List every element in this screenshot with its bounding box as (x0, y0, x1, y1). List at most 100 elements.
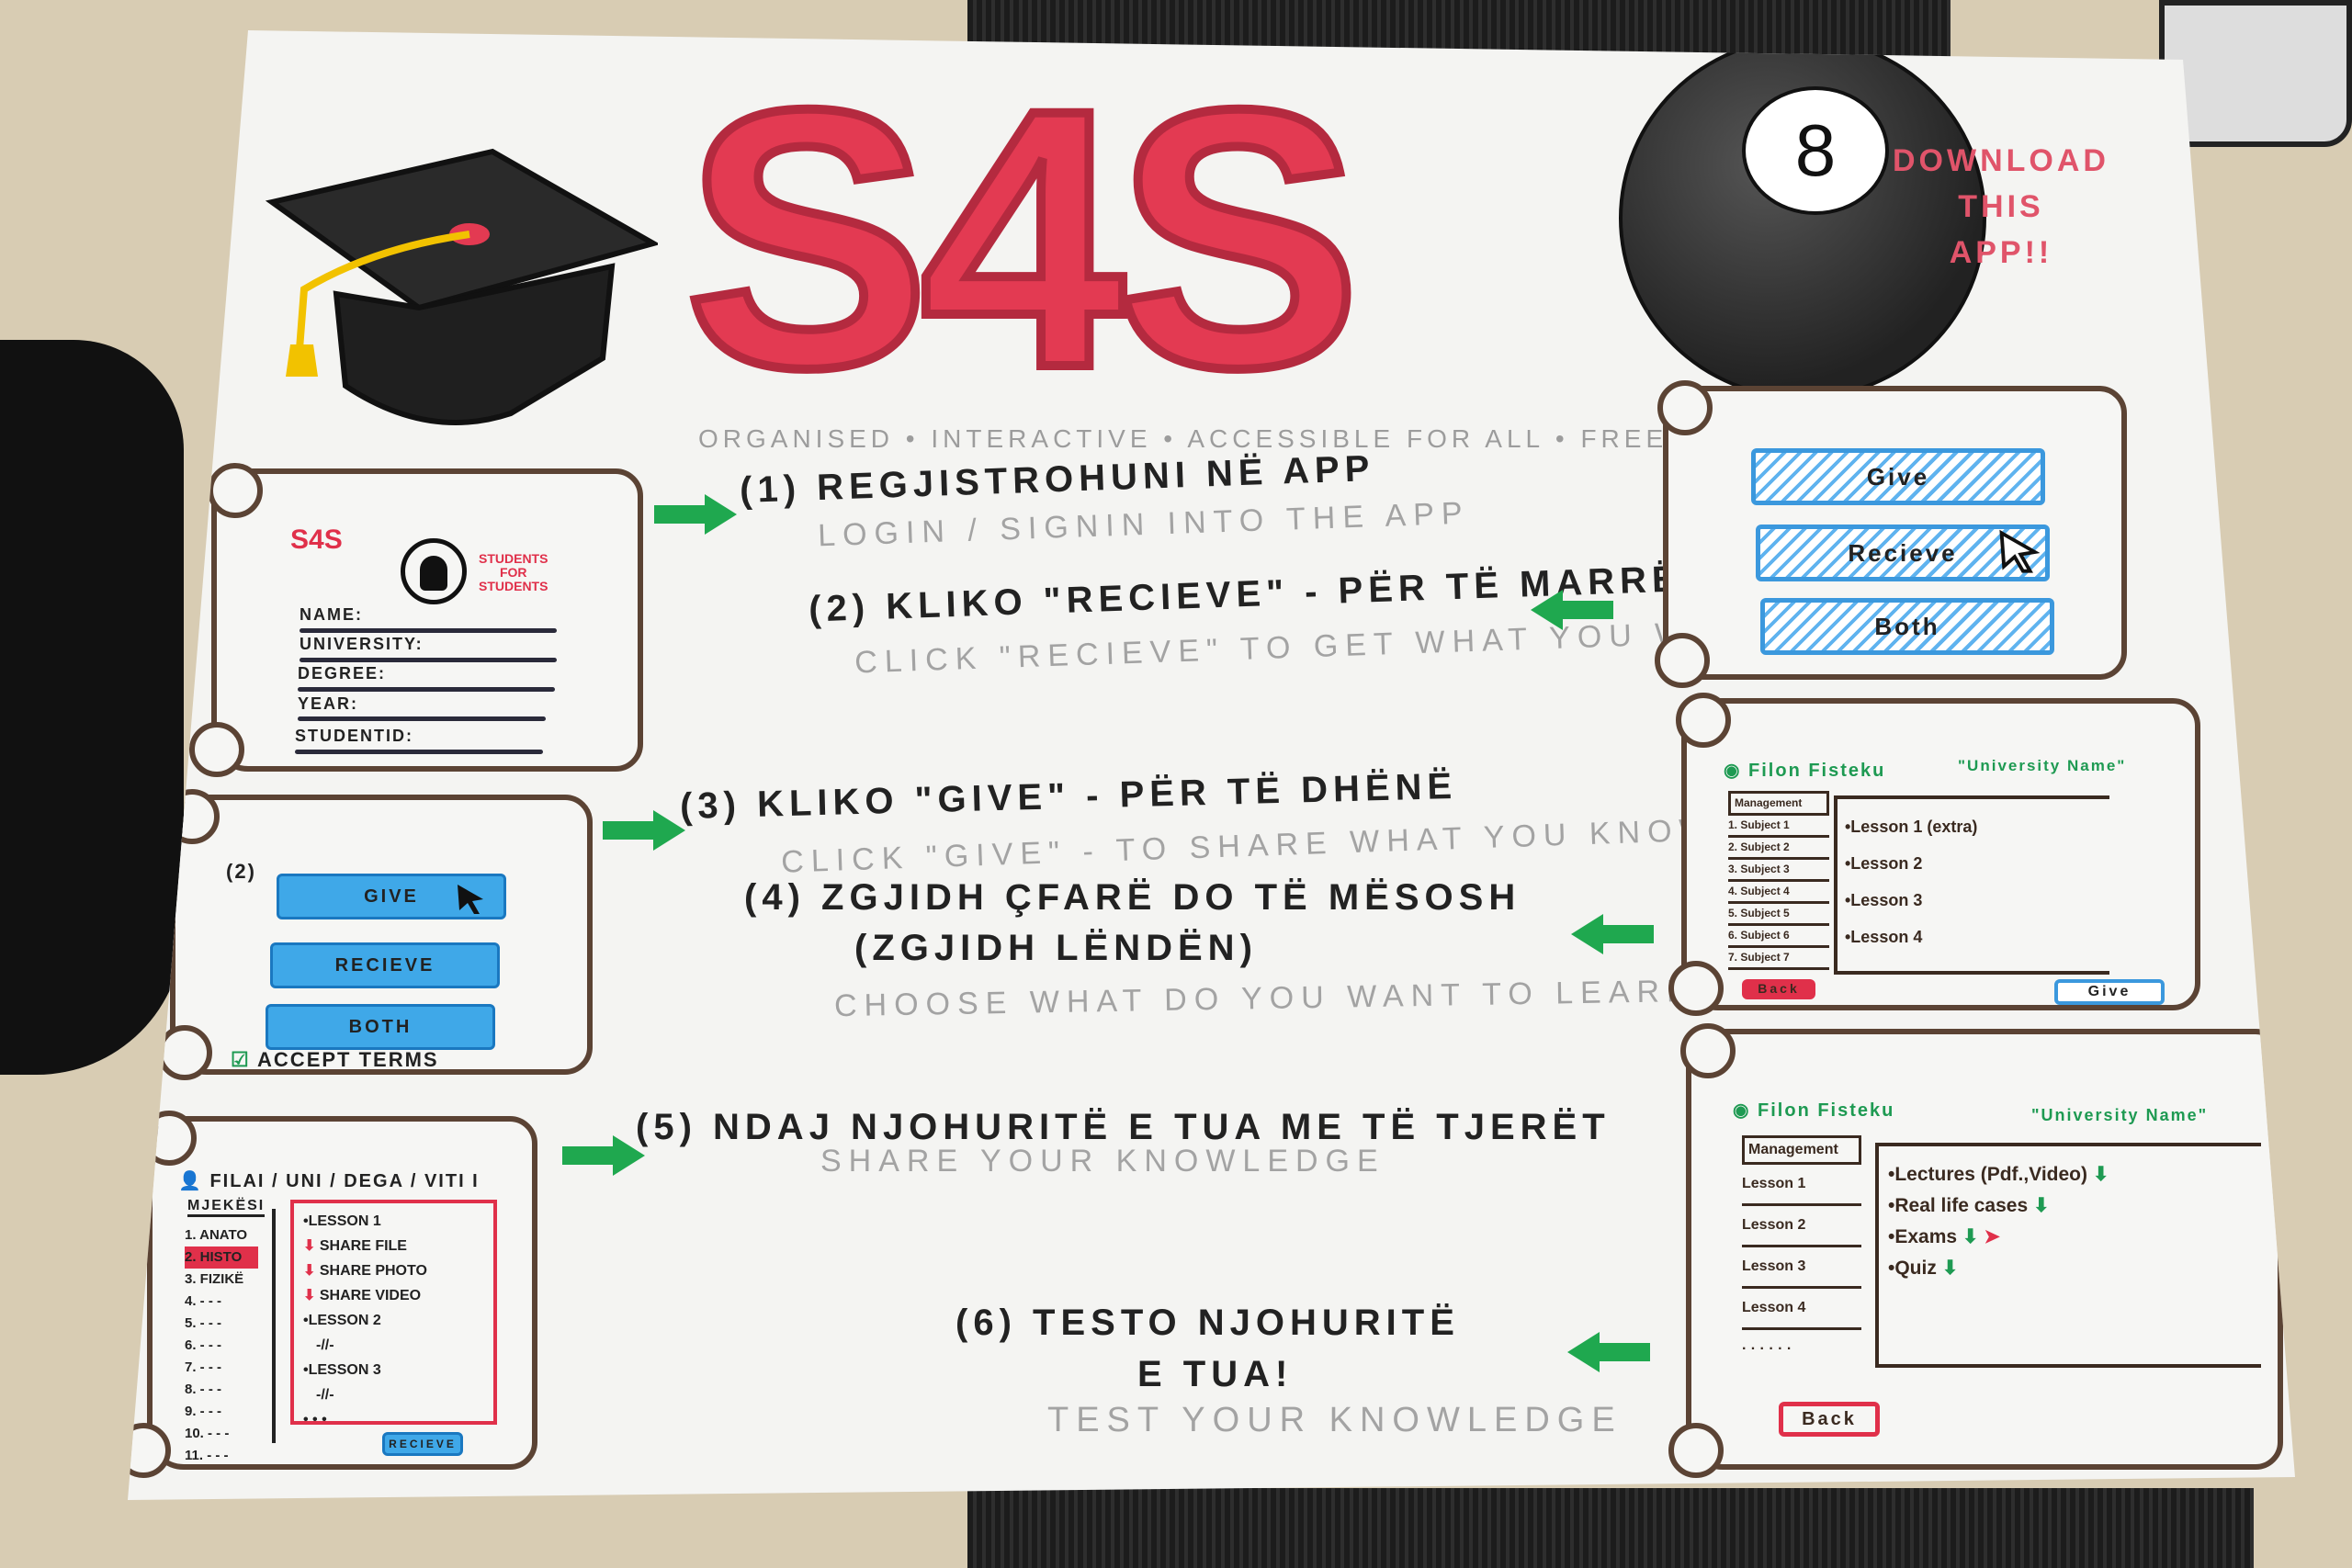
arrow-right-icon (603, 810, 685, 851)
user-name: ◉ Filon Fisteku (1733, 1100, 1895, 1121)
scroll-curl (1680, 1023, 1736, 1078)
subject-item[interactable]: 3. FIZIKË (185, 1271, 244, 1287)
download-icon[interactable]: ⬇ (1962, 1226, 1979, 1247)
lesson-scroll: ◉ Filon Fisteku "University Name" Manage… (1668, 1023, 2283, 1478)
lesson-item[interactable]: •Lesson 2 (1845, 854, 1923, 873)
scroll-curl (189, 722, 244, 777)
subject-item[interactable]: 3. Subject 3 (1728, 860, 1829, 882)
download-icon[interactable]: ⬇ (1941, 1258, 1959, 1279)
lesson-placeholder: -//- (316, 1387, 334, 1403)
scroll-curl (1657, 380, 1713, 435)
lesson-item[interactable]: Lesson 1 (1742, 1165, 1861, 1206)
lesson-item[interactable]: •Lesson 3 (1845, 891, 1923, 909)
subject-item[interactable]: 8. - - - (185, 1382, 221, 1397)
field-degree-input[interactable] (298, 687, 555, 692)
step-number: (5) (636, 1107, 697, 1147)
material-exams[interactable]: •Exams ⬇ ➤ (1888, 1226, 2000, 1247)
share-photo-button[interactable]: ⬇ SHARE PHOTO (303, 1263, 427, 1279)
management-tab[interactable]: Management (1728, 791, 1829, 816)
subject-item[interactable]: 7. - - - (185, 1359, 221, 1375)
download-icon[interactable]: ⬇ (2092, 1164, 2109, 1185)
step-3: (3) KLIKO "GIVE" - PËR TË DHËNË (679, 765, 1458, 828)
management-tab[interactable]: Management (1742, 1135, 1861, 1165)
material-lectures[interactable]: •Lectures (Pdf.,Video) ⬇ (1888, 1164, 2109, 1185)
give-button[interactable]: Give (2054, 979, 2165, 1005)
arrow-left-icon (1571, 914, 1654, 954)
download-line-1: DOWNLOAD (1893, 143, 2109, 178)
field-degree-label: DEGREE: (298, 664, 387, 682)
field-year-input[interactable] (298, 716, 546, 721)
university-name: "University Name" (1958, 757, 2127, 774)
lesson-item[interactable]: Lesson 2 (1742, 1206, 1861, 1247)
subject-item[interactable]: 6. - - - (185, 1337, 221, 1353)
share-video-button[interactable]: ⬇ SHARE VIDEO (303, 1288, 422, 1303)
subject-item[interactable]: 4. - - - (185, 1293, 221, 1309)
scroll-curl (128, 1423, 171, 1478)
subject-item[interactable]: 1. ANATO (185, 1227, 248, 1243)
lesson-item[interactable]: •Lesson 4 (1845, 928, 1923, 946)
receive-button[interactable]: RECIEVE (270, 942, 500, 988)
app-title: S4S (680, 33, 1365, 444)
subject-item[interactable]: 5. - - - (185, 1315, 221, 1331)
field-university-input[interactable] (300, 658, 557, 662)
arrow-left-icon (1531, 590, 1613, 630)
lesson-item[interactable]: Lesson 4 (1742, 1289, 1861, 1330)
subject-item[interactable]: 10. - - - (185, 1426, 230, 1441)
choice-scroll: (2) GIVE RECIEVE BOTH ☑ ACCEPT TERMS (157, 789, 593, 1080)
university-name: "University Name" (2031, 1106, 2209, 1124)
lesson-item[interactable]: Lesson 3 (1742, 1247, 1861, 1289)
step-number: (4) (744, 877, 806, 918)
field-name-input[interactable] (300, 628, 557, 633)
step-6: (6) TESTO NJOHURITË (956, 1303, 1460, 1343)
step-4-line-2: (ZGJIDH LËNDËN) (854, 928, 1258, 968)
arrow-right-icon (562, 1135, 645, 1176)
subject-item[interactable]: 9. - - - (185, 1404, 221, 1419)
material-quiz[interactable]: •Quiz ⬇ (1888, 1258, 1959, 1279)
subject-item[interactable]: 1. Subject 1 (1728, 816, 1829, 838)
share-scroll: 👤 FILAI / UNI / DEGA / VITI I MJEKËSI 1.… (128, 1111, 537, 1478)
both-button[interactable]: BOTH (266, 1004, 495, 1050)
share-file-button[interactable]: ⬇ SHARE FILE (303, 1238, 407, 1254)
accept-terms-checkbox[interactable]: ☑ ACCEPT TERMS (231, 1048, 439, 1071)
share-header: 👤 FILAI / UNI / DEGA / VITI I (178, 1171, 480, 1191)
step-number: (1) (739, 468, 802, 512)
receive-button[interactable]: RECIEVE (382, 1432, 463, 1456)
back-button[interactable]: Back (1742, 979, 1815, 999)
subject-item[interactable]: 2. Subject 2 (1728, 838, 1829, 860)
subject-item[interactable]: 11. - - - (185, 1448, 229, 1463)
eight-ball-number: 8 (1742, 86, 1889, 215)
mode-scroll: Give Recieve Both (1655, 380, 2127, 688)
material-real-life-cases[interactable]: •Real life cases ⬇ (1888, 1195, 2050, 1216)
subject-item[interactable]: 4. Subject 4 (1728, 882, 1829, 904)
subject-item-selected[interactable]: 2. HISTO (185, 1247, 258, 1269)
avatar-icon (401, 538, 467, 604)
both-button[interactable]: Both (1760, 598, 2054, 655)
login-logo: S4S (290, 525, 343, 555)
download-callout[interactable]: DOWNLOAD THIS APP!! (1893, 138, 2109, 276)
subject-item[interactable]: 6. Subject 6 (1728, 926, 1829, 948)
download-icon[interactable]: ⬇ (2032, 1195, 2050, 1216)
lesson-item[interactable]: •Lesson 1 (extra) (1845, 818, 1978, 836)
scroll-curl (141, 1111, 197, 1166)
cursor-icon (1999, 529, 2040, 573)
lesson-panel: •LESSON 1 ⬇ SHARE FILE ⬇ SHARE PHOTO ⬇ S… (290, 1200, 497, 1427)
lesson-panel: •Lesson 1 (extra) •Lesson 2 •Lesson 3 •L… (1834, 795, 2109, 975)
field-university-label: UNIVERSITY: (300, 635, 424, 653)
give-button[interactable]: Give (1751, 448, 2045, 505)
step-3-subtitle: CLICK "GIVE" - TO SHARE WHAT YOU KNOW (780, 812, 1717, 880)
receive-button[interactable]: Recieve (1756, 525, 2050, 581)
back-button[interactable]: Back (1779, 1402, 1880, 1437)
subject-item[interactable]: 5. Subject 5 (1728, 904, 1829, 926)
eight-ball-icon: 8 (1619, 37, 1986, 400)
scroll-curl (1676, 693, 1731, 748)
subject-list: 1. ANATO 2. HISTO 3. FIZIKË 4. - - - 5. … (185, 1224, 258, 1467)
arrow-right-icon (654, 494, 737, 535)
more-ellipsis: · · · · · · (1742, 1341, 1792, 1357)
subject-item[interactable]: 7. Subject 7 (1728, 948, 1829, 970)
field-studentid-input[interactable] (295, 750, 543, 754)
scroll-curl (1668, 961, 1724, 1016)
step-number: (6) (956, 1303, 1017, 1343)
lesson-title: •LESSON 2 (303, 1313, 381, 1328)
scroll-curl (1655, 633, 1710, 688)
